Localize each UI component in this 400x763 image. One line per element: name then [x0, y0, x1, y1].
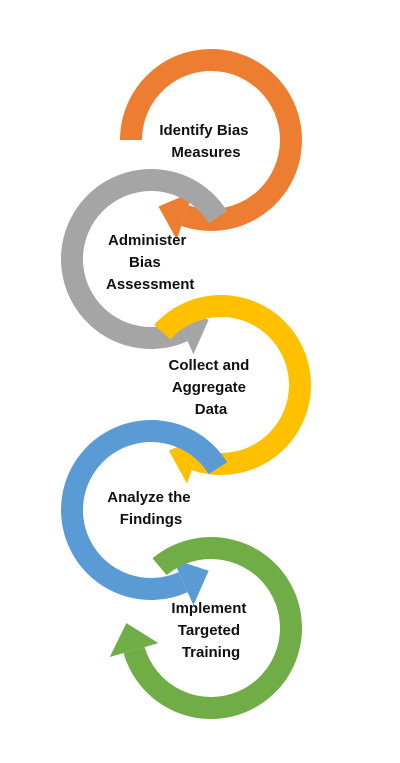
step-4-circular-arrow [61, 420, 228, 606]
step-2-label: Administer Bias Assessment [106, 232, 194, 293]
arc-body [61, 169, 228, 349]
arc-body [123, 537, 302, 719]
step-1-label: Identify Bias Measures [159, 122, 252, 161]
step-1-circular-arrow [120, 49, 302, 240]
step-4-label: Analyze the Findings [107, 489, 195, 528]
arrow-head [109, 623, 159, 658]
arc-body [154, 295, 311, 475]
step-3-label: Collect and Aggregate Data [168, 357, 253, 418]
arrow-head [172, 559, 209, 606]
arrow-head [158, 191, 194, 240]
step-5-label: Implement Targeted Training [171, 600, 250, 661]
arc-body [61, 420, 228, 600]
step-5-circular-arrow [109, 537, 302, 719]
arc-body [120, 49, 302, 231]
